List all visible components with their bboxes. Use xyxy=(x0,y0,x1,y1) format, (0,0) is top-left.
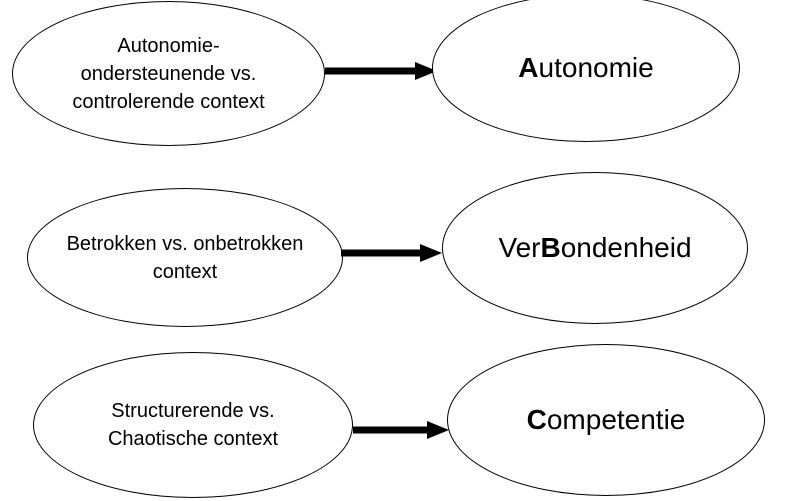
label-line: Structurerende vs. xyxy=(111,400,275,422)
autonomie-label: Autonomie xyxy=(518,52,653,84)
ellipse-context-verbondenheid: Betrokken vs. onbetrokken context xyxy=(27,188,343,327)
ellipse-verbondenheid: VerBondenheid xyxy=(442,172,748,324)
ellipse-context-competentie: Structurerende vs. Chaotische context xyxy=(33,352,353,498)
label-line: ondersteunende vs. xyxy=(80,62,257,85)
arrow-right-icon xyxy=(353,421,449,439)
label-line: Chaotische context xyxy=(107,428,279,450)
label-prefix: Ver xyxy=(498,232,541,263)
bold-initial: A xyxy=(518,52,539,83)
label-suffix: utonomie xyxy=(538,52,654,83)
ellipse-context-autonomie: Autonomie- ondersteunende vs. controlere… xyxy=(12,1,325,146)
verbondenheid-label: VerBondenheid xyxy=(498,232,691,264)
ellipse-competentie: Competentie xyxy=(447,344,765,496)
label-line: context xyxy=(152,260,218,283)
arrow-right-icon xyxy=(341,244,442,262)
context-autonomie-label: Autonomie- ondersteunende vs. controlere… xyxy=(72,32,264,116)
bold-initial: C xyxy=(526,404,547,435)
competentie-label: Competentie xyxy=(527,404,686,436)
bold-initial: B xyxy=(540,232,561,263)
label-line: Autonomie- xyxy=(117,34,220,57)
ellipse-autonomie: Autonomie xyxy=(432,0,740,142)
arrow-right-icon xyxy=(325,62,437,80)
context-competentie-label: Structurerende vs. Chaotische context xyxy=(108,397,278,453)
label-suffix: ondenheid xyxy=(560,232,692,263)
label-suffix: ompetentie xyxy=(546,404,686,435)
label-line: controlerende context xyxy=(72,90,265,113)
context-verbondenheid-label: Betrokken vs. onbetrokken context xyxy=(67,230,304,286)
label-line: Betrokken vs. onbetrokken xyxy=(66,232,304,255)
